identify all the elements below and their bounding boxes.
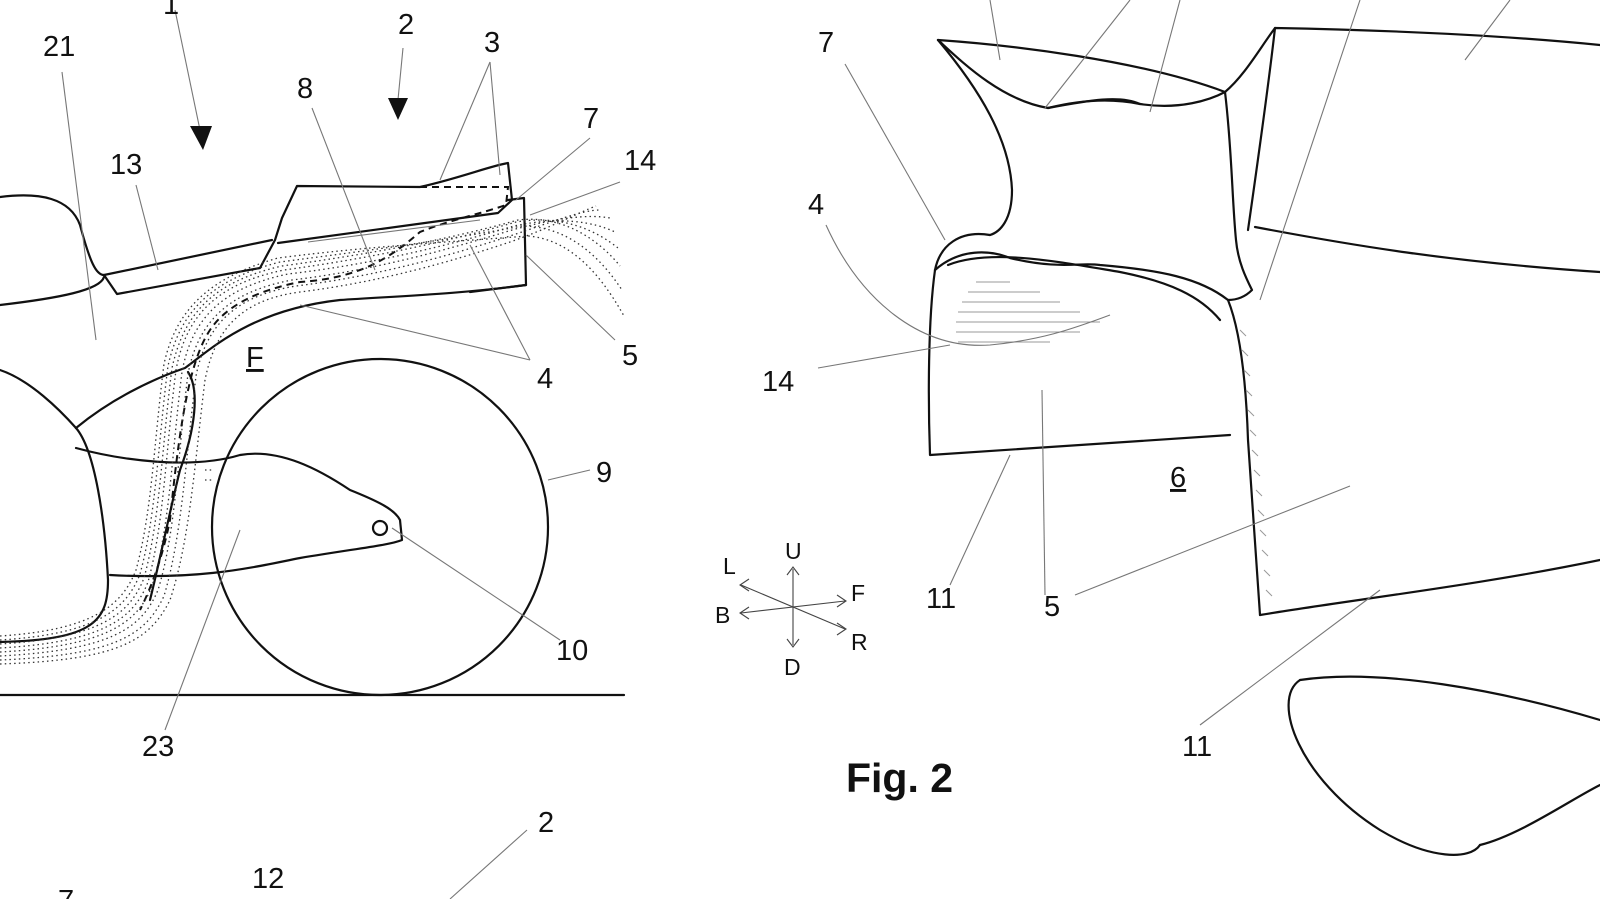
dir-label-forward: F: [851, 580, 865, 606]
wheel-axle: [371, 519, 389, 537]
label-4: 4: [537, 363, 553, 395]
direction-indicator: U D L R F B: [715, 538, 868, 680]
intake-inner-lip: [1046, 99, 1142, 110]
duct-right-wall: [1223, 90, 1254, 302]
axis-back-forward: [740, 600, 846, 614]
dir-label-back: B: [715, 602, 730, 628]
label-21: 21: [43, 31, 75, 63]
dir-label-right: R: [851, 629, 868, 655]
outlet-hatching: [956, 281, 1273, 597]
tank-bodywork: [0, 275, 106, 307]
exhaust-tube: [1298, 675, 1600, 722]
duct-center-line: [1246, 26, 1277, 232]
label-13: 13: [110, 149, 142, 181]
label-12: 12: [252, 863, 284, 895]
label-10: 10: [556, 635, 588, 667]
right-label-11-a: 11: [926, 583, 956, 615]
label-7-bottom: 7: [58, 885, 74, 899]
seat-bodywork: [0, 194, 106, 277]
tail-upper-edge: [102, 238, 274, 277]
label-8: 8: [297, 73, 313, 105]
side-outlet-rim: [946, 255, 1222, 322]
right-label-7: 7: [818, 27, 834, 59]
wheel-arch-edge: [148, 370, 196, 602]
tail-panel: [102, 161, 514, 296]
left-side-view-figure: 1 2 3 7 8 13 14 21 F 4 5 9 10 23 2 12 7: [0, 0, 656, 899]
right-perspective-figure: 7 4 14 6 11 5 11: [762, 0, 1600, 856]
exhaust-lower-edge: [1478, 783, 1600, 847]
arrow-1-head: [190, 126, 212, 150]
label-F-underlined: F: [246, 342, 264, 374]
internal-duct-dashed: [139, 186, 510, 611]
left-leader-lines: [61, 9, 621, 899]
side-panel-6: [1258, 558, 1600, 617]
rear-wheel: [210, 357, 550, 697]
right-leader-lines: [817, 0, 1511, 726]
airflow-streamlines: [0, 205, 625, 665]
label-14: 14: [624, 145, 656, 177]
swingarm: [74, 446, 404, 578]
figure-caption: Fig. 2: [846, 755, 953, 801]
side-outlet-frame: [927, 232, 1232, 457]
label-2-bottom: 2: [538, 807, 554, 839]
right-label-11-b: 11: [1182, 731, 1212, 763]
dir-label-up: U: [785, 538, 802, 564]
upper-wing-surface: [936, 26, 1600, 94]
side-outlet-top: [933, 251, 1262, 617]
side-panel-crease: [1253, 225, 1600, 274]
label-7: 7: [583, 103, 599, 135]
dir-label-left: L: [723, 553, 736, 579]
rear-fairing-side: [0, 426, 110, 644]
label-1: 1: [163, 0, 179, 21]
duct-left-wall: [936, 38, 1014, 237]
arrow-2-head: [388, 98, 408, 120]
exhaust-opening: [1287, 678, 1482, 856]
label-9: 9: [596, 457, 612, 489]
rear-fairing-lower: [74, 283, 528, 430]
label-3: 3: [484, 27, 500, 59]
label-2-top: 2: [398, 9, 414, 41]
label-23: 23: [142, 731, 174, 763]
right-label-4: 4: [808, 189, 824, 221]
right-label-6-underlined: 6: [1170, 462, 1186, 494]
right-label-14: 14: [762, 366, 794, 398]
label-5: 5: [622, 340, 638, 372]
right-label-5: 5: [1044, 591, 1060, 623]
dir-label-down: D: [784, 654, 801, 680]
front-fairing-edge: [0, 368, 78, 430]
